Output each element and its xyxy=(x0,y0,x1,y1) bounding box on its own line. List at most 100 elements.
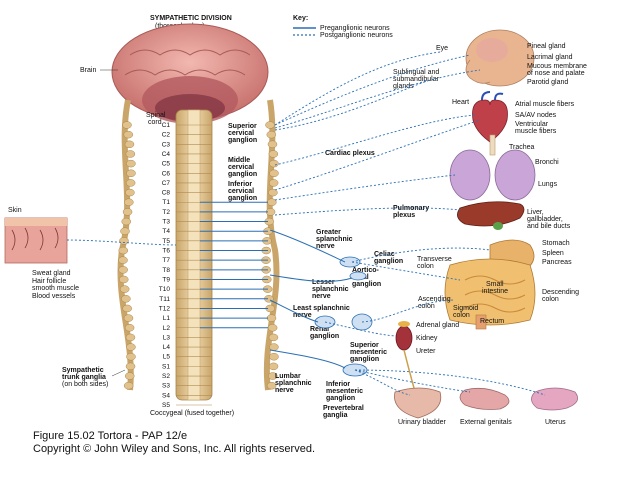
trunk-ganglion-left xyxy=(125,372,135,380)
segment-label: C2 xyxy=(162,132,171,139)
mid-cerv-1: Middle xyxy=(228,157,250,164)
trunk-ganglion-left xyxy=(119,237,129,245)
trunk-ganglion-right xyxy=(268,333,279,342)
genitals-illustration xyxy=(459,387,510,410)
postganglionic-fiber-intestine xyxy=(351,261,461,281)
segment-label: C8 xyxy=(162,190,171,197)
eye-label: Eye xyxy=(436,45,448,52)
trunk-ganglion-left xyxy=(122,208,133,216)
trunk-ganglion-right xyxy=(268,372,278,380)
ascending-label-2: colon xyxy=(418,303,435,310)
vent-label-1: Ventricular xyxy=(515,121,549,128)
trunk-ganglion-right xyxy=(268,150,279,158)
lacrimal-label: Lacrimal gland xyxy=(527,54,573,61)
mid-cerv-2: cervical xyxy=(228,164,254,171)
sup-cerv-3: ganglion xyxy=(228,137,257,144)
atrial-label: Atrial muscle fibers xyxy=(515,101,575,108)
segment-label: T5 xyxy=(162,238,170,245)
segment-label: T7 xyxy=(162,257,170,264)
supmes-3: ganglion xyxy=(350,356,379,363)
key-postganglionic: Postganglionic neurons xyxy=(320,32,393,39)
trunk-label-2: trunk ganglia xyxy=(62,374,106,381)
mucous-label-1: Mucous membrane xyxy=(527,63,587,70)
lesser-2: splanchnic xyxy=(312,286,349,293)
blood-vessels-label: Blood vessels xyxy=(32,293,76,300)
trunk-ganglion-right xyxy=(267,324,278,332)
ascending-label-1: Ascending xyxy=(418,296,451,303)
segment-label: S5 xyxy=(162,402,170,409)
trunk-ganglion-right xyxy=(267,140,278,149)
segment-label: L1 xyxy=(163,315,171,322)
postganglionic-fiber-kidney xyxy=(324,321,397,337)
least-splanchnic-fiber xyxy=(269,299,319,323)
postganglionic-fiber-uterus xyxy=(354,369,546,396)
segment-label: T12 xyxy=(159,305,171,312)
segment-label: L5 xyxy=(163,354,171,361)
segment-label: C5 xyxy=(162,161,171,168)
mucous-label-2: of nose and palate xyxy=(527,70,585,77)
hair-follicle-label-2: smooth muscle xyxy=(32,285,79,292)
sweat-gland-label: Sweat gland xyxy=(32,270,71,277)
subling-label-3: glands xyxy=(393,83,414,90)
trunk-ganglion-left xyxy=(119,285,130,293)
spinal-cord-label-1: Spinal xyxy=(146,112,166,119)
postganglionic-fiber-lungs xyxy=(274,174,456,201)
inf-cerv-2: cervical xyxy=(228,188,254,195)
subling-label-1: Sublingual and xyxy=(393,69,439,76)
key-legend: Key: Preganglionic neurons Postganglioni… xyxy=(293,15,393,39)
heart-label: Heart xyxy=(452,99,469,106)
lesser-3: nerve xyxy=(312,293,331,300)
key-preganglionic: Preganglionic neurons xyxy=(320,25,390,32)
postganglionic-fiber-genitals xyxy=(354,369,471,393)
pulmonary-plexus-2: plexus xyxy=(393,212,415,219)
segment-label: S2 xyxy=(162,373,170,380)
lumbar-splanchnic-fiber xyxy=(269,349,346,369)
trunk-ganglion-left xyxy=(123,314,134,322)
segment-label: L2 xyxy=(163,325,171,332)
trunk-ganglion-left xyxy=(124,140,135,149)
postganglionic-fiber-bladder xyxy=(354,369,411,396)
trunk-ganglion-right xyxy=(266,314,277,322)
postganglionic-fibers xyxy=(269,51,546,396)
supmes-2: mesenteric xyxy=(350,349,387,356)
lesser-1: Lesser xyxy=(312,279,335,286)
segment-label: T1 xyxy=(162,199,170,206)
ureter-label: Ureter xyxy=(416,348,436,355)
heart-illustration xyxy=(472,91,508,143)
trunk-ganglion-left xyxy=(126,159,136,168)
trunk-ganglion-left xyxy=(124,198,134,206)
greater-splanchnic-fiber xyxy=(269,229,346,263)
lumbar-2: splanchnic xyxy=(275,380,312,387)
bladder-label: Urinary bladder xyxy=(398,419,447,426)
trunk-ganglion-left xyxy=(123,130,134,139)
key-title: Key: xyxy=(293,15,308,22)
brain-label: Brain xyxy=(80,67,96,74)
trunk-ganglion-left xyxy=(118,275,129,284)
trunk-ganglion-left xyxy=(121,217,131,226)
inf-cerv-3: ganglion xyxy=(228,195,257,202)
segment-label: T3 xyxy=(162,219,170,226)
least-1: Least splanchnic xyxy=(293,305,350,312)
segment-label: C7 xyxy=(162,180,171,187)
segment-label: C3 xyxy=(162,141,171,148)
postganglionic-fiber-stomach xyxy=(351,247,491,263)
greater-1: Greater xyxy=(316,229,341,236)
pancreas-label: Pancreas xyxy=(542,259,572,266)
small-int-label-1: Small xyxy=(486,281,504,288)
trunk-ganglion-left xyxy=(125,188,135,197)
descending-label-1: Descending xyxy=(542,289,579,296)
trunk-ganglion-left xyxy=(125,362,136,371)
liver-label-2: gallbladder, xyxy=(527,216,563,223)
pulmonary-plexus-1: Pulmonary xyxy=(393,205,429,212)
trunk-ganglion-right xyxy=(266,381,277,390)
trunk-ganglion-right xyxy=(265,121,275,129)
liver-illustration xyxy=(457,201,525,230)
preganglionic-fibers xyxy=(200,201,268,329)
postganglionic-fiber-pineal xyxy=(274,54,471,126)
lungs-illustration xyxy=(449,134,536,201)
spinal-cord-label-2: cord xyxy=(148,119,162,126)
infmes-2: mesenteric xyxy=(326,388,363,395)
trunk-ganglion-right xyxy=(269,352,279,361)
segment-label: S1 xyxy=(162,363,170,370)
